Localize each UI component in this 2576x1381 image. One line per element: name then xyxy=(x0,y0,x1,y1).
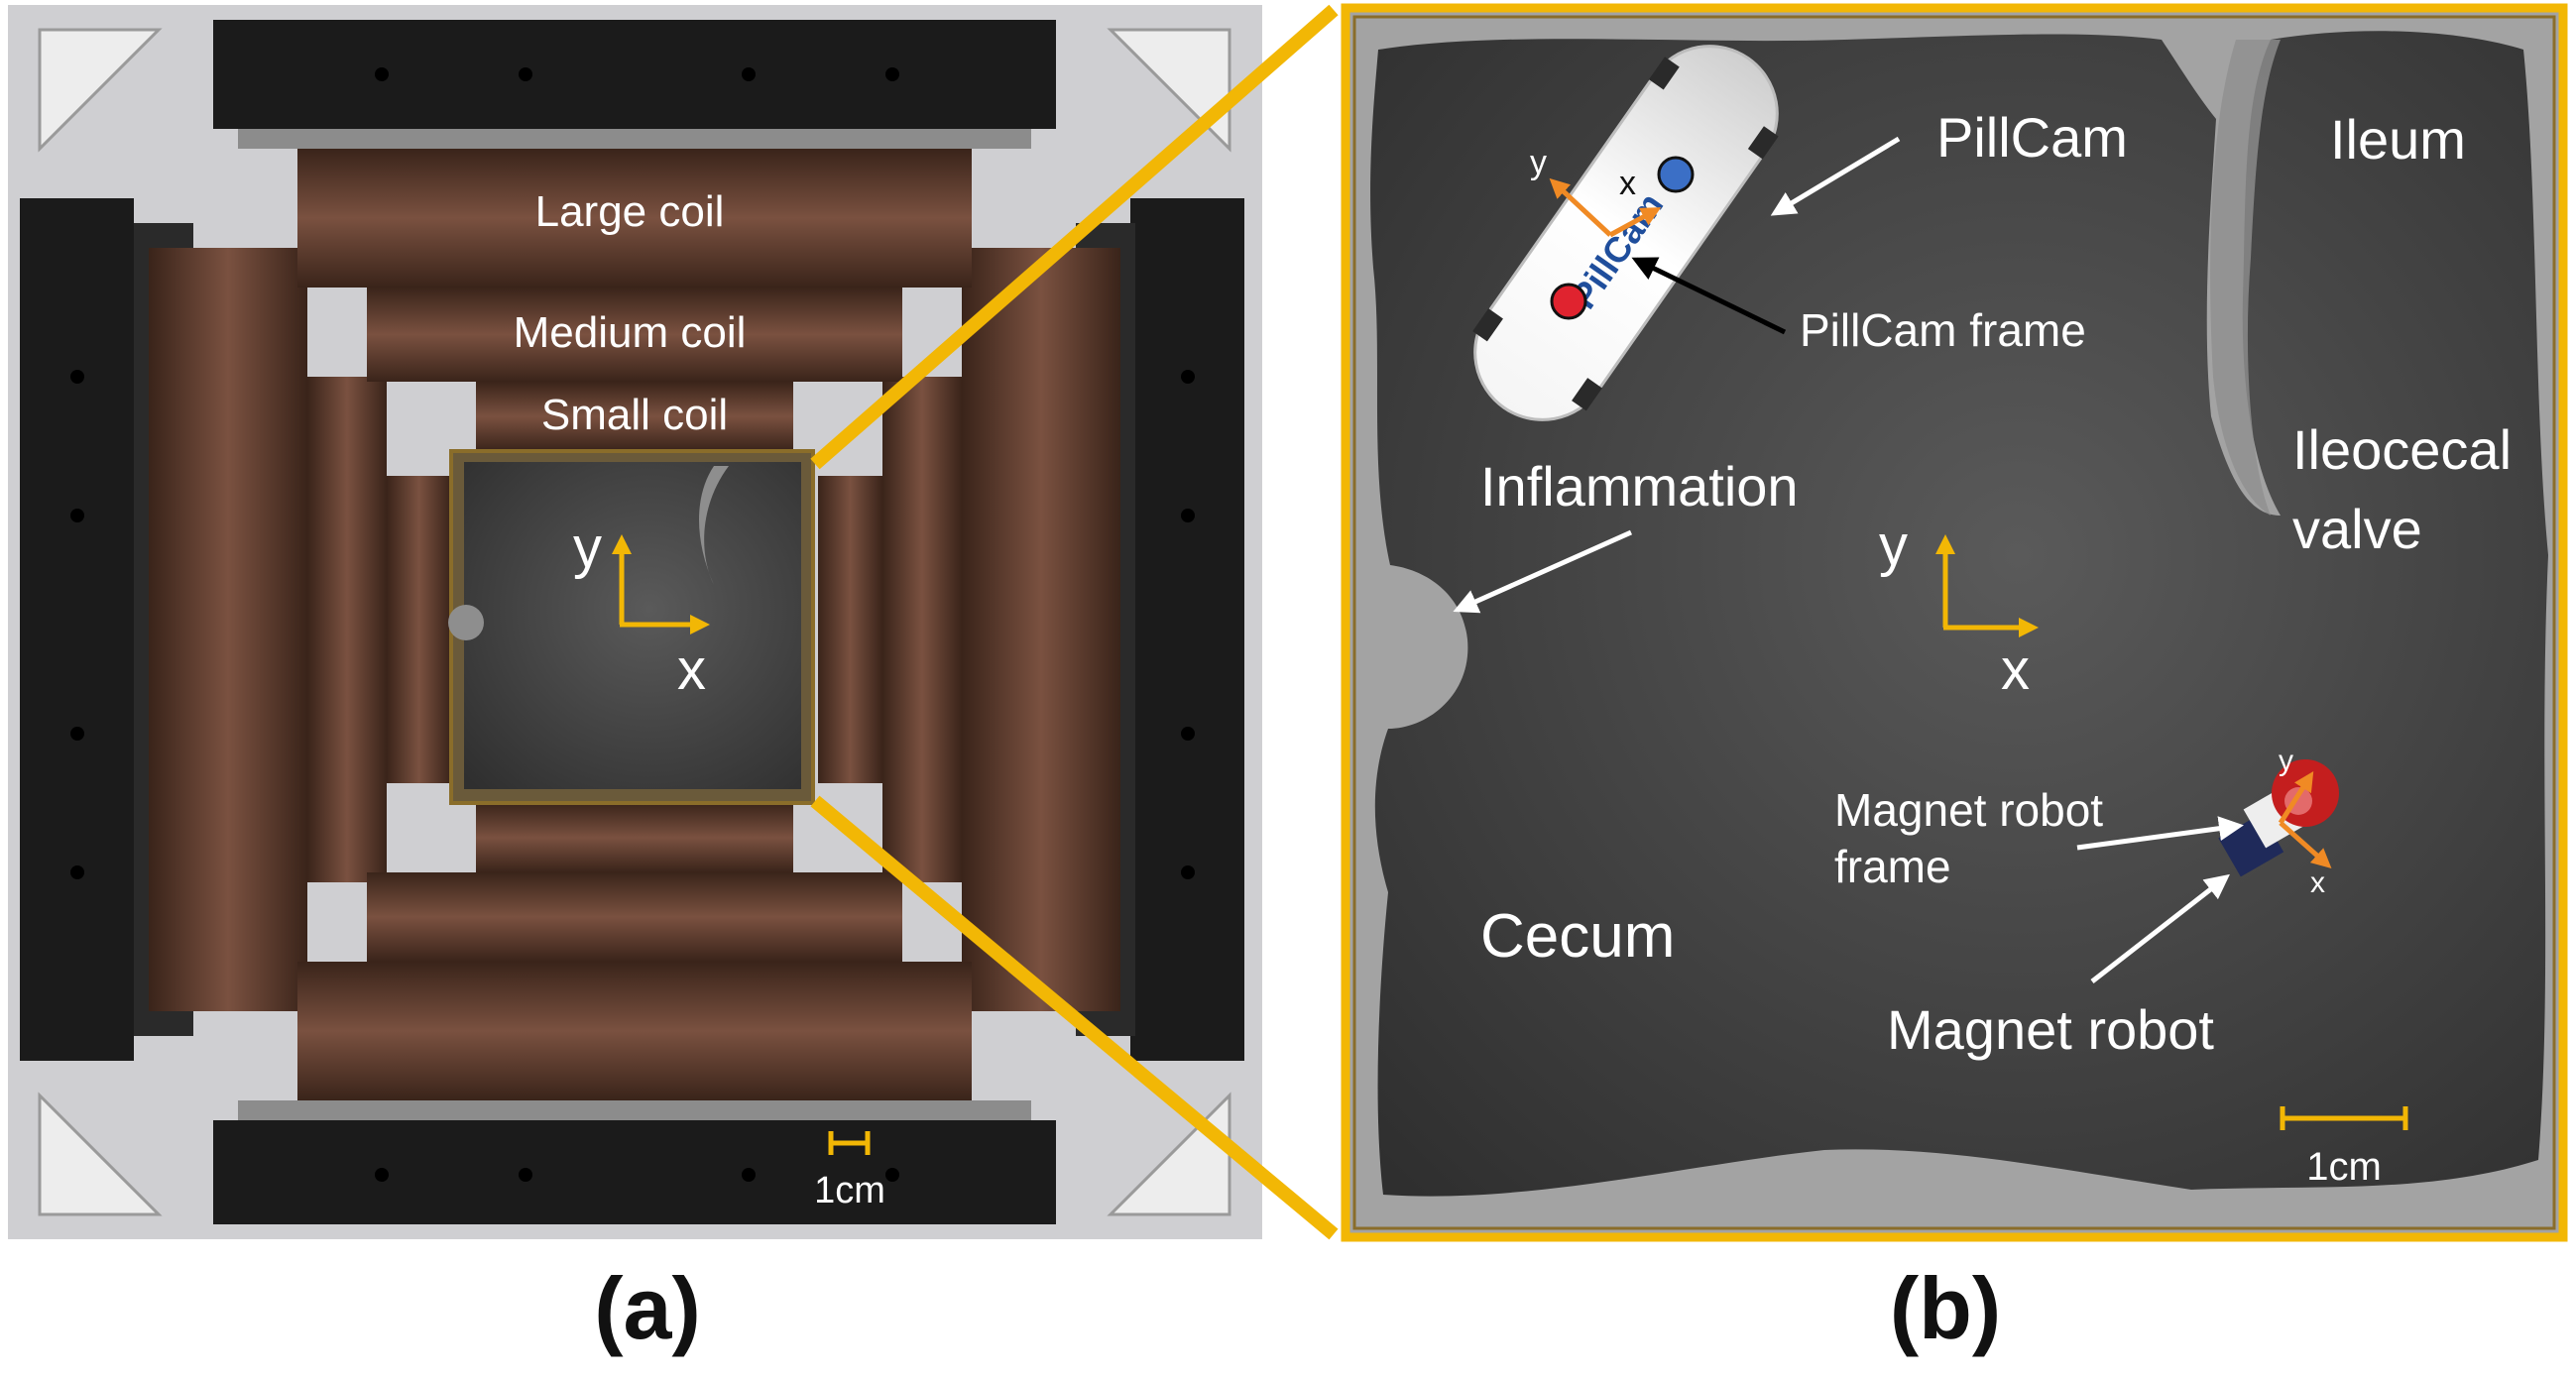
label-robot-y: y xyxy=(2279,745,2293,777)
arrow-magnet-robot xyxy=(2090,873,2230,983)
workspace-channel xyxy=(1370,31,2548,1197)
label-scale-a: 1cm xyxy=(814,1170,885,1211)
pill-marker-blue xyxy=(1657,156,1695,193)
arrow-pillcam xyxy=(1770,136,1901,216)
label-medium-coil: Medium coil xyxy=(514,308,747,357)
bolt-holes xyxy=(70,67,1195,1182)
pillcam-capsule: PillCam xyxy=(1472,45,1779,421)
label-robot-frame-2: frame xyxy=(1834,841,1951,892)
axes-b xyxy=(1935,534,2039,637)
label-axis-x-b: x xyxy=(2001,637,2030,702)
annotation-arrows xyxy=(1453,136,2244,983)
scale-bar-a xyxy=(828,1131,871,1155)
scale-bar-b xyxy=(2280,1106,2408,1130)
label-pill-y: y xyxy=(1530,144,1547,181)
arrow-inflammation xyxy=(1453,529,1633,614)
label-axis-x-a: x xyxy=(677,637,706,702)
label-ileocecal-1: Ileocecal xyxy=(2292,418,2512,481)
bottom-coil xyxy=(213,803,1056,1224)
pill-frame-axes xyxy=(1549,177,1662,238)
label-robot-frame-1: Magnet robot xyxy=(1834,784,2103,836)
label-magnet-robot: Magnet robot xyxy=(1887,998,2214,1061)
ileocecal-strip xyxy=(2210,40,2281,516)
label-pillcam: PillCam xyxy=(1936,106,2128,169)
arrow-pillcam-frame xyxy=(1631,257,1787,335)
right-coil xyxy=(818,198,1244,1061)
label-pillcam-frame: PillCam frame xyxy=(1800,304,2086,356)
label-inflammation: Inflammation xyxy=(1480,455,1799,518)
caption-b: (b) xyxy=(1890,1259,2001,1357)
corner-brackets xyxy=(38,28,1231,1216)
label-ileocecal-2: valve xyxy=(2292,498,2422,560)
panel-a: Large coil Medium coil Small coil y x 1c… xyxy=(8,5,1262,1239)
panel-b: PillCam xyxy=(1341,3,2568,1242)
axes-a xyxy=(612,534,710,634)
top-coil xyxy=(213,20,1056,451)
label-large-coil: Large coil xyxy=(535,187,725,236)
robot-frame-axes xyxy=(2278,770,2332,868)
label-small-coil: Small coil xyxy=(541,391,728,439)
label-axis-y-a: y xyxy=(573,516,602,580)
pill-marker-red xyxy=(1550,283,1587,320)
label-ileum: Ileum xyxy=(2330,108,2466,171)
left-coil xyxy=(20,198,451,1061)
label-pill-x: x xyxy=(1619,165,1636,202)
caption-a: (a) xyxy=(594,1259,701,1357)
label-robot-x: x xyxy=(2310,866,2325,899)
arrow-robot-frame xyxy=(2076,816,2244,851)
zoom-connectors xyxy=(810,4,1339,1240)
label-cecum: Cecum xyxy=(1480,902,1675,971)
label-scale-b: 1cm xyxy=(2306,1145,2382,1189)
label-axis-y-b: y xyxy=(1879,514,1908,578)
